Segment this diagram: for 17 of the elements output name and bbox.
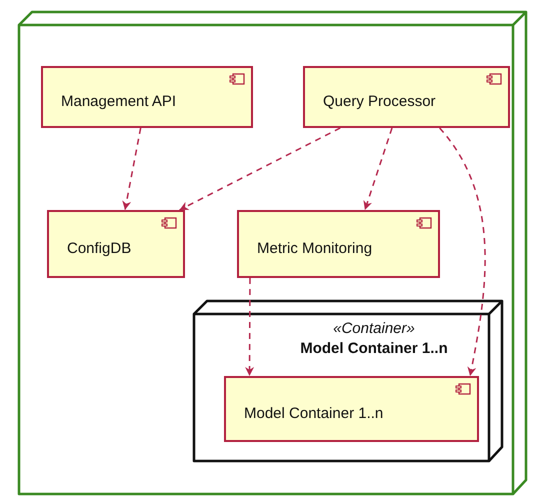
node-title: Model Container 1..n [299,340,449,357]
dependency-arrow [363,128,393,210]
component-label: Metric Monitoring [257,240,372,257]
component-box [47,210,185,278]
component-box [237,210,440,278]
component-box [303,66,510,128]
dependency-arrow [179,127,341,211]
dependency-arrow [122,128,142,210]
dependency-arrow [245,278,254,376]
dependency-arrow [439,128,486,376]
component-box [41,66,253,128]
component-label: ConfigDB [67,240,132,257]
component-label: Model Container 1..n [244,405,384,422]
component-box [224,376,479,442]
stereotype-label: «Container» [332,320,416,337]
component-label: Management API [61,93,176,110]
component-label: Query Processor [323,93,436,110]
